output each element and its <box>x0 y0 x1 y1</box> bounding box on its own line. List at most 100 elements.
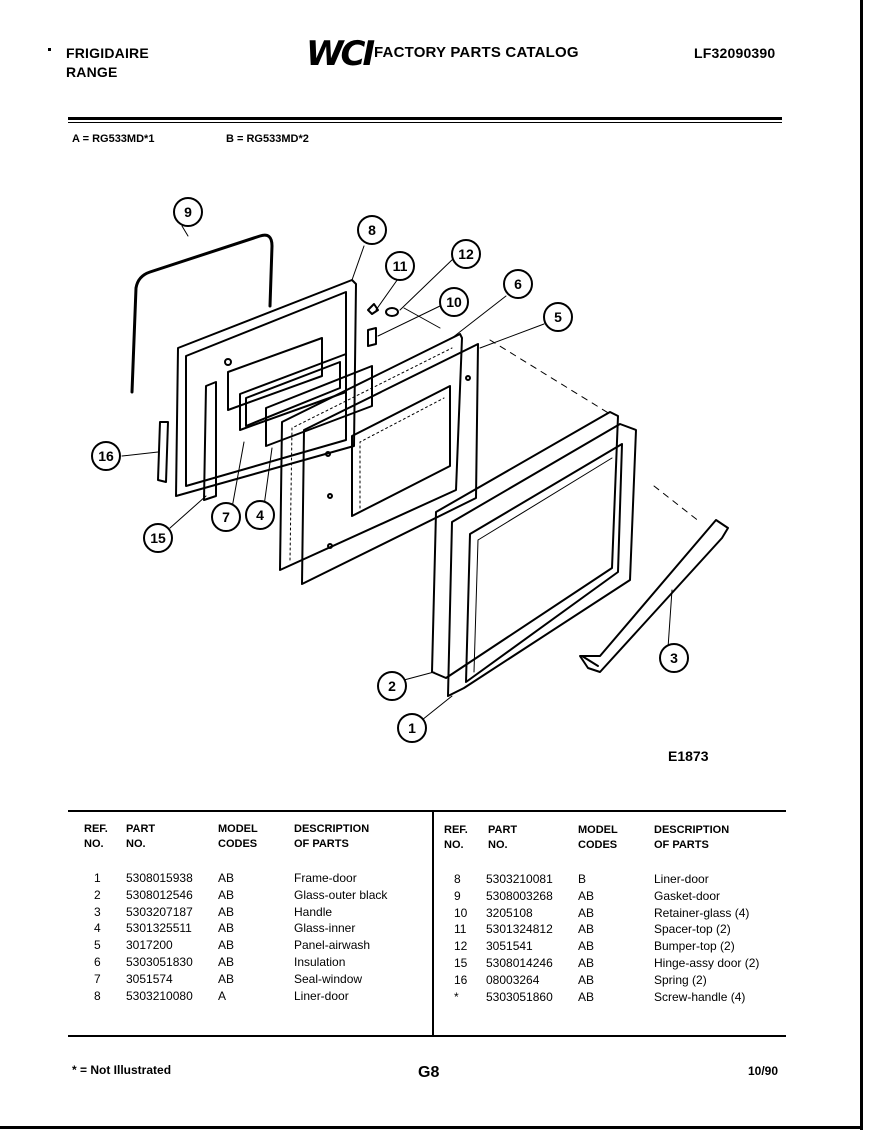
header-model-right: MODEL CODES <box>578 824 618 851</box>
part-number-cell: 5301325511 <box>126 921 192 936</box>
ref-cell: 5 <box>94 938 101 953</box>
callout-number: 10 <box>446 294 462 310</box>
part-number-cell: 5303207187 <box>126 904 193 919</box>
part-number-cell: 5308012546 <box>126 887 193 902</box>
callout-number: 7 <box>222 509 230 525</box>
ref-cell: 9 <box>454 888 461 903</box>
description-cell: Liner-door <box>294 988 349 1003</box>
part-number-cell: 5303210081 <box>486 872 553 886</box>
part-number-cell: 5308014246 <box>486 956 553 970</box>
callout-number: 5 <box>554 309 562 325</box>
ref-cell: 15 <box>454 956 468 970</box>
description-cell: Insulation <box>294 955 346 969</box>
description-cell: Spacer-top (2) <box>654 922 731 937</box>
part-number-cell: 3205108 <box>486 905 533 920</box>
callout-number: 6 <box>514 276 522 292</box>
callout-circle <box>357 215 387 245</box>
bullet-mark <box>48 48 51 51</box>
bumper-top-part <box>385 307 399 317</box>
callout-number: 12 <box>458 246 474 262</box>
hinge-assy-part <box>203 381 217 501</box>
callout-number: 15 <box>150 530 166 546</box>
header-part-left: PART NO. <box>126 823 156 850</box>
callout-circle <box>543 302 573 332</box>
callout-circle <box>397 713 427 743</box>
table-divider <box>432 812 434 1035</box>
ref-cell: 10 <box>454 905 468 920</box>
model-codes-cell: A <box>218 988 227 1003</box>
model-codes-cell: AB <box>218 971 235 986</box>
callout-number: 11 <box>393 258 408 274</box>
header-model-left: MODEL CODES <box>218 823 258 850</box>
glass-outer-part <box>431 411 619 679</box>
model-b: B = RG533MD*2 <box>226 133 309 145</box>
page-border-right <box>860 0 863 1130</box>
spacer-top-part <box>367 303 379 315</box>
catalog-title: FACTORY PARTS CATALOG <box>374 44 579 61</box>
ref-cell: * <box>454 989 459 1004</box>
description-cell: Spring (2) <box>654 972 707 987</box>
callout-number: 4 <box>256 507 264 523</box>
description-cell: Frame-door <box>294 871 357 885</box>
page-border-bottom <box>0 1126 862 1129</box>
ref-cell: 11 <box>454 922 467 937</box>
callout-circle <box>143 523 173 553</box>
model-codes-cell: AB <box>218 921 235 936</box>
part-number-cell: 08003264 <box>486 972 540 987</box>
model-codes-cell: AB <box>218 904 235 919</box>
description-cell: Seal-window <box>294 971 363 986</box>
header-rule <box>68 117 782 120</box>
frame-door-part <box>447 423 637 697</box>
callout-number: 3 <box>670 650 678 666</box>
table-top-rule <box>68 810 786 812</box>
description-cell: Bumper-top (2) <box>654 939 735 954</box>
header-rule-thin <box>68 122 782 123</box>
description-cell: Panel-airwash <box>294 938 371 953</box>
description-cell: Screw-handle (4) <box>654 989 746 1004</box>
callout-circle <box>503 269 533 299</box>
glass-inner-part <box>265 365 373 447</box>
spring-part <box>157 421 169 483</box>
ref-cell: 16 <box>454 972 468 987</box>
model-codes-cell: B <box>578 872 587 886</box>
model-codes-cell: AB <box>578 888 595 903</box>
description-cell: Gasket-door <box>654 888 721 903</box>
ref-cell: 3 <box>94 904 101 919</box>
callout-number: 1 <box>408 720 416 736</box>
part-number-cell: 5303051860 <box>486 989 553 1004</box>
ref-cell: 1 <box>94 871 101 885</box>
model-codes-cell: AB <box>578 939 595 954</box>
model-codes-cell: AB <box>218 887 235 902</box>
part-number-cell: 5303051830 <box>126 955 193 969</box>
description-cell: Handle <box>294 904 333 919</box>
callout-circle <box>385 251 415 281</box>
part-number-cell: 3051541 <box>486 939 533 954</box>
callout-number: 9 <box>184 204 192 220</box>
ref-cell: 7 <box>94 971 101 986</box>
callout-circle <box>245 500 275 530</box>
ref-cell: 2 <box>94 887 101 902</box>
panel-airwash-part <box>301 343 479 585</box>
callout-circle <box>91 441 121 471</box>
footnote: * = Not Illustrated <box>72 1063 172 1077</box>
model-codes-cell: AB <box>578 905 595 920</box>
model-codes-cell: AB <box>578 956 595 970</box>
callout-number: 8 <box>368 222 376 238</box>
part-number-cell: 5303210080 <box>126 988 193 1003</box>
callout-number: 2 <box>388 678 396 694</box>
description-cell: Retainer-glass (4) <box>654 905 750 920</box>
ref-cell: 8 <box>94 988 101 1003</box>
model-codes-cell: AB <box>578 972 595 987</box>
figure-id: E1873 <box>668 748 709 764</box>
part-number-cell: 5308015938 <box>126 871 193 885</box>
retainer-glass-part <box>367 327 377 347</box>
description-cell: Hinge-assy door (2) <box>654 956 760 970</box>
ref-cell: 6 <box>94 955 101 969</box>
catalog-number: LF32090390 <box>694 45 776 61</box>
callout-circle <box>439 287 469 317</box>
insulation-part <box>279 333 463 571</box>
handle-part <box>579 519 729 673</box>
model-codes-cell: AB <box>578 989 595 1004</box>
callout-circle <box>173 197 203 227</box>
